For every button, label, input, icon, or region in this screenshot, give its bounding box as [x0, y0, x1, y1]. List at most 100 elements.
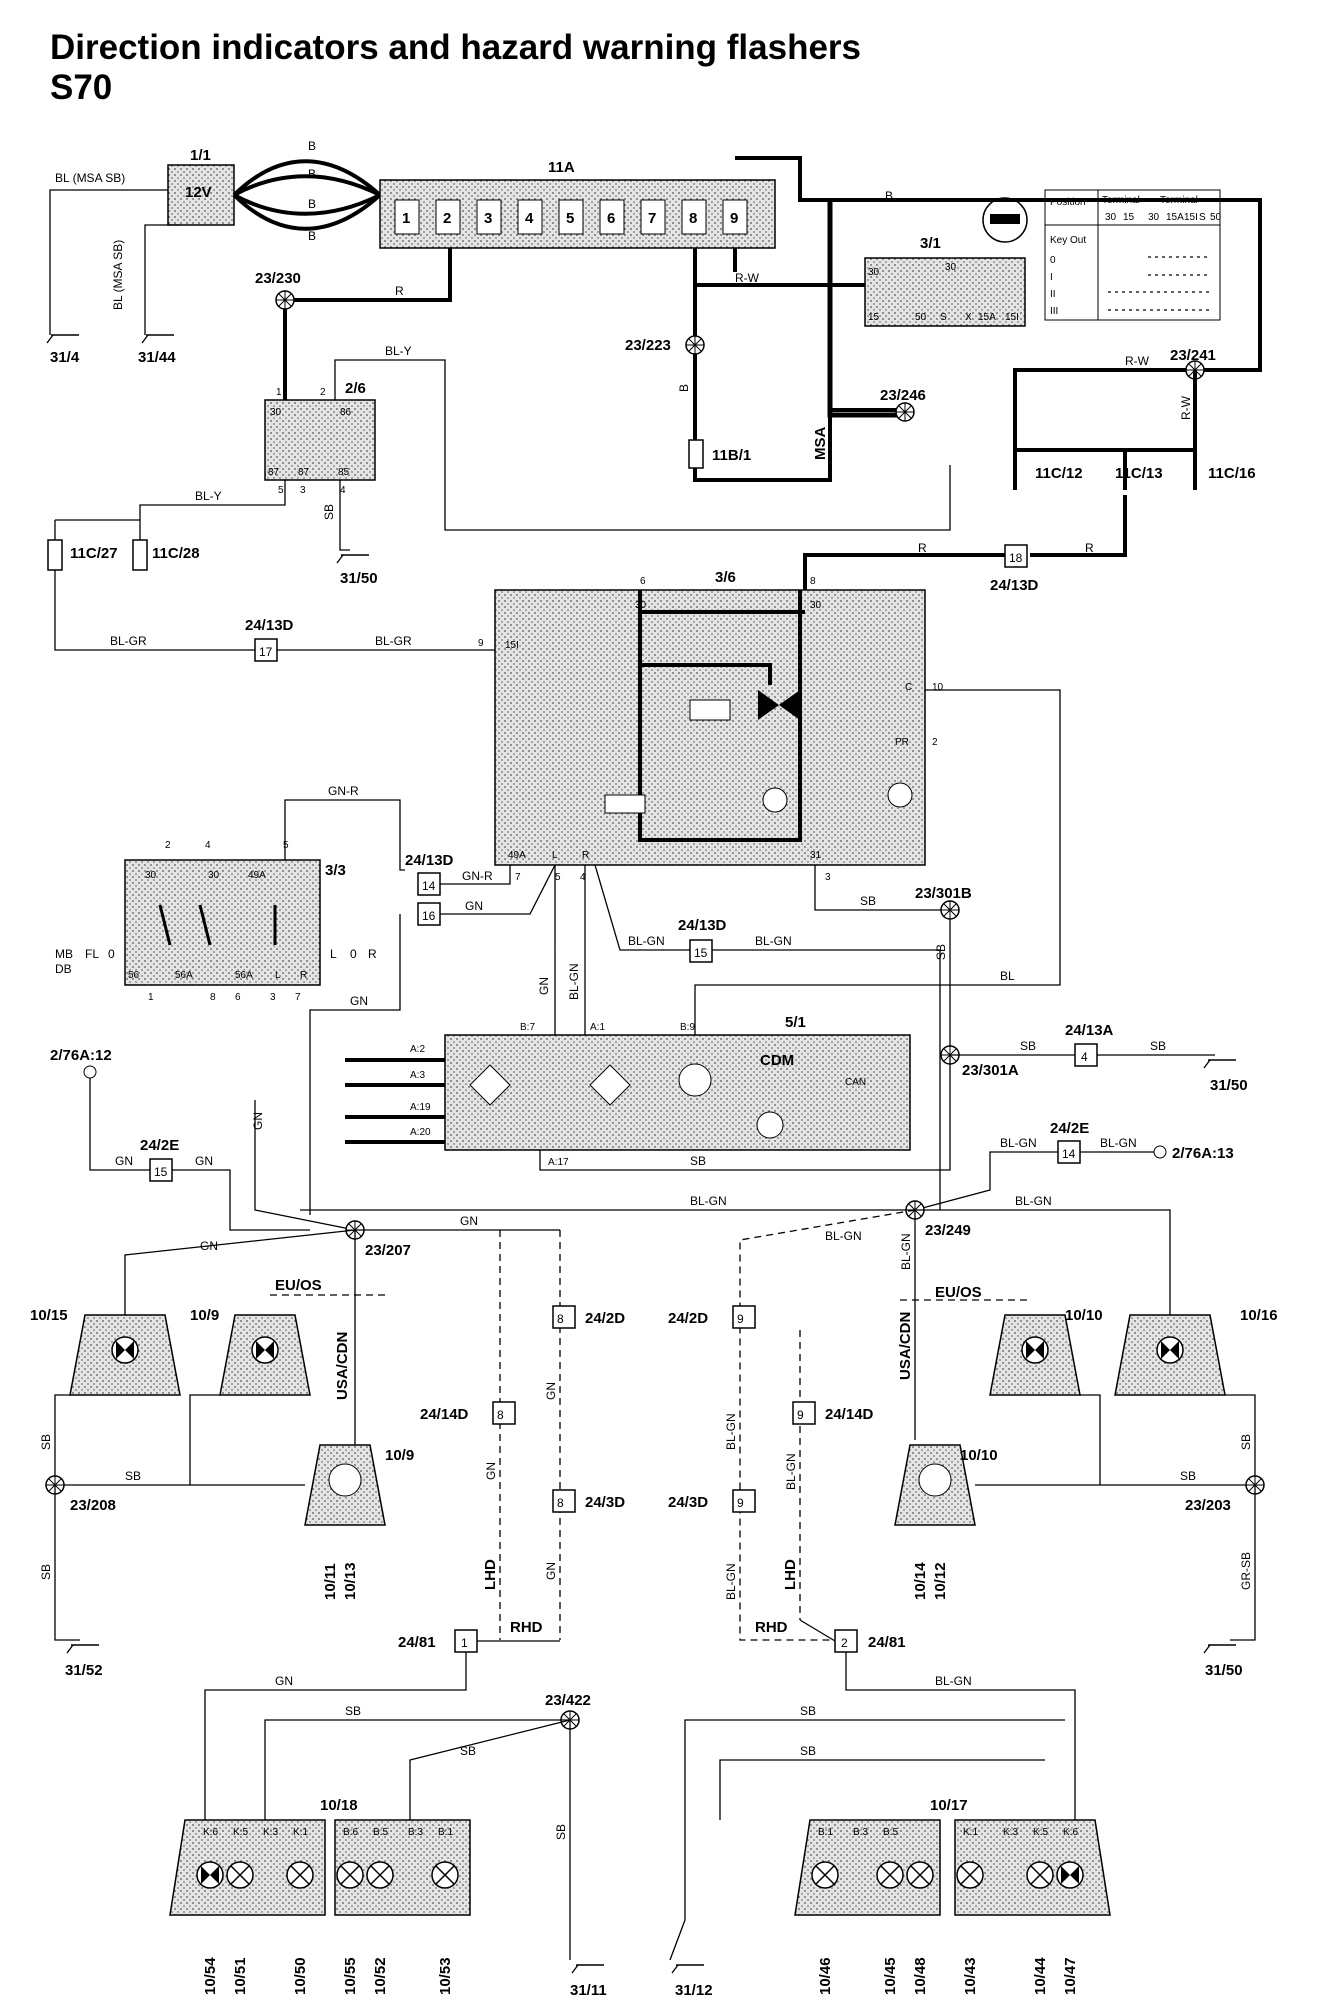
connector-24-81-2: 24/81	[868, 1634, 906, 1651]
fuse-11c-28: 11C/28	[152, 545, 200, 562]
svg-text:SB: SB	[322, 504, 336, 520]
svg-text:9: 9	[797, 1408, 804, 1422]
svg-text:5: 5	[283, 840, 289, 851]
svg-text:10: 10	[932, 682, 944, 693]
svg-text:8: 8	[810, 576, 816, 587]
svg-text:SB: SB	[39, 1564, 53, 1580]
connector-24-81-1: 24/81	[398, 1634, 436, 1651]
svg-text:86: 86	[340, 407, 352, 418]
fusebox-id: 11A	[548, 159, 575, 176]
svg-text:EU/OS: EU/OS	[275, 1277, 322, 1294]
svg-text:L: L	[275, 970, 281, 981]
svg-text:10/17: 10/17	[930, 1797, 968, 1814]
svg-text:0: 0	[350, 947, 357, 961]
svg-text:SB: SB	[1150, 1039, 1166, 1053]
svg-text:10/15: 10/15	[30, 1307, 68, 1324]
svg-text:BL: BL	[1000, 969, 1015, 983]
svg-text:15I: 15I	[505, 640, 519, 651]
connector-24-3d-8: 24/3D	[585, 1494, 625, 1511]
fuse-number: 4	[525, 210, 534, 227]
svg-text:9: 9	[737, 1312, 744, 1326]
fuse-number: 6	[607, 210, 615, 227]
svg-text:10/55: 10/55	[342, 1957, 359, 1995]
svg-text:BL-GN: BL-GN	[784, 1453, 798, 1490]
svg-text:15I: 15I	[1184, 212, 1198, 223]
svg-text:BL-Y: BL-Y	[195, 489, 222, 503]
svg-text:B: B	[308, 167, 316, 181]
svg-text:BL-GN: BL-GN	[724, 1413, 738, 1450]
splice-23-301a: 23/301A	[962, 1062, 1019, 1079]
svg-text:50: 50	[1210, 212, 1222, 223]
svg-text:K:5: K:5	[1033, 1827, 1048, 1838]
splice-23-223: 23/223	[625, 337, 671, 354]
splice-23-246: 23/246	[880, 387, 926, 404]
splice-23-422: 23/422	[545, 1692, 591, 1709]
lamp-10-10-side: 10/10 10/14 10/12	[894, 1444, 998, 1600]
svg-text:10/12: 10/12	[932, 1562, 949, 1600]
fuse-slot	[722, 199, 748, 235]
svg-text:B:1: B:1	[818, 1827, 833, 1838]
svg-text:MB: MB	[55, 947, 73, 961]
svg-text:BL-GN: BL-GN	[899, 1233, 913, 1270]
svg-text:15: 15	[868, 312, 880, 323]
svg-text:SB: SB	[1020, 1039, 1036, 1053]
svg-text:BL-GN: BL-GN	[825, 1229, 862, 1243]
svg-text:BL-GN: BL-GN	[1015, 1194, 1052, 1208]
svg-text:Key Out: Key Out	[1050, 235, 1086, 246]
svg-text:4: 4	[580, 872, 586, 883]
fuse-slot	[640, 199, 666, 235]
relay-id: 2/6	[345, 380, 366, 397]
svg-text:RHD: RHD	[510, 1619, 543, 1636]
fuse-slot	[517, 199, 543, 235]
battery-label: 12V	[185, 184, 212, 201]
svg-text:10/14: 10/14	[912, 1562, 929, 1600]
svg-text:87: 87	[268, 467, 280, 478]
svg-text:BL-GN: BL-GN	[724, 1563, 738, 1600]
lamp-10-9-front: 10/9	[190, 1307, 311, 1396]
svg-text:10/52: 10/52	[372, 1957, 389, 1995]
svg-text:14: 14	[1062, 1147, 1076, 1161]
svg-text:14: 14	[422, 879, 436, 893]
fuse-11b-1: 11B/1	[712, 447, 751, 464]
svg-text:0: 0	[1050, 255, 1056, 266]
fuse-slot	[476, 199, 502, 235]
svg-text:7: 7	[515, 872, 521, 883]
diagram-title: Direction indicators and hazard warning …	[50, 28, 862, 67]
svg-text:GN: GN	[115, 1154, 133, 1168]
fuse-slot	[681, 199, 707, 235]
svg-text:30: 30	[208, 870, 220, 881]
lamp-10-9-side: 10/9 10/11 10/13	[304, 1444, 414, 1600]
svg-text:1: 1	[148, 992, 154, 1003]
fuse-number: 9	[730, 210, 738, 227]
splice-23-249: 23/208	[70, 1497, 116, 1514]
splice-23-203: 23/203	[1185, 1497, 1231, 1514]
svg-text:L: L	[552, 850, 558, 861]
svg-text:4: 4	[340, 485, 346, 496]
svg-text:GN: GN	[465, 899, 483, 913]
svg-text:SB: SB	[690, 1154, 706, 1168]
svg-text:BL-GN: BL-GN	[755, 934, 792, 948]
svg-text:BL-Y: BL-Y	[385, 344, 412, 358]
svg-text:USA/CDN: USA/CDN	[897, 1312, 914, 1380]
svg-text:C: C	[905, 682, 912, 693]
svg-text:R: R	[1085, 541, 1094, 555]
svg-text:SB: SB	[800, 1704, 816, 1718]
svg-text:B: B	[677, 384, 691, 392]
svg-text:USA/CDN: USA/CDN	[334, 1332, 351, 1400]
svg-text:10/10: 10/10	[1065, 1307, 1103, 1324]
lamp-10-15: 10/15	[30, 1307, 181, 1396]
svg-text:K:1: K:1	[963, 1827, 978, 1838]
connector-2-76a-13: 2/76A:13	[1172, 1145, 1234, 1162]
svg-text:4: 4	[205, 840, 211, 851]
svg-text:10/9: 10/9	[385, 1447, 414, 1464]
svg-text:GN: GN	[275, 1674, 293, 1688]
connector-24-14d-8: 24/14D	[420, 1406, 469, 1423]
svg-text:30: 30	[945, 262, 957, 273]
svg-text:BL (MSA SB): BL (MSA SB)	[55, 171, 125, 185]
switch-position-table: Position Terminal Terminal Key Out 0 I I…	[1044, 189, 1222, 321]
svg-text:10/10: 10/10	[960, 1447, 998, 1464]
cdm-module-5-1: 5/1 CDM CAN B:7 A:1 B:9 A:2 A:3 A:19 A:2…	[410, 1014, 911, 1168]
fuse-number: 1	[402, 210, 410, 227]
svg-text:LHD: LHD	[482, 1559, 499, 1590]
